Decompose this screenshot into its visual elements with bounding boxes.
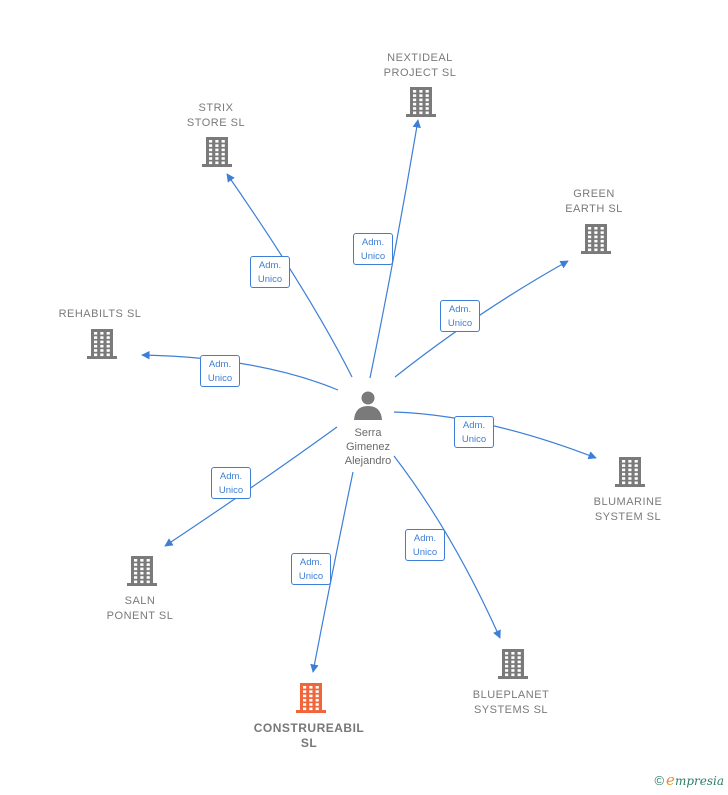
relation-label-nextideal[interactable]: Adm. Unico bbox=[353, 233, 393, 265]
building-icon-construreabil[interactable] bbox=[296, 683, 326, 713]
building-icon-blueplanet[interactable] bbox=[498, 649, 528, 679]
person-icon[interactable] bbox=[354, 391, 382, 421]
empresia-logo: ©empresia bbox=[654, 771, 724, 789]
relation-label-rehabilts[interactable]: Adm. Unico bbox=[200, 355, 240, 387]
relation-edge-blueplanet bbox=[393, 455, 501, 639]
relation-edge-saln bbox=[164, 426, 338, 547]
relation-label-blueplanet[interactable]: Adm. Unico bbox=[405, 529, 445, 561]
building-icon-nextideal[interactable] bbox=[406, 87, 436, 117]
relation-label-blumarine[interactable]: Adm. Unico bbox=[454, 416, 494, 448]
relation-edge-nextideal bbox=[369, 119, 421, 379]
relation-edge-construreabil bbox=[310, 471, 354, 673]
company-name-rehabilts[interactable]: REHABILTS SL bbox=[58, 308, 142, 320]
building-icon-blumarine[interactable] bbox=[615, 457, 645, 487]
company-name-nextideal[interactable]: NEXTIDEAL PROJECT SL bbox=[383, 52, 457, 79]
building-icon-rehabilts[interactable] bbox=[87, 329, 117, 359]
company-name-strix[interactable]: STRIX STORE SL bbox=[186, 102, 246, 129]
relation-edge-strix bbox=[226, 173, 353, 378]
company-name-construreabil[interactable]: CONSTRUREABIL SL bbox=[253, 721, 365, 750]
company-name-blueplanet[interactable]: BLUEPLANET SYSTEMS SL bbox=[472, 689, 550, 716]
relation-label-saln[interactable]: Adm. Unico bbox=[211, 467, 251, 499]
relation-label-construreabil[interactable]: Adm. Unico bbox=[291, 553, 331, 585]
building-icon-green[interactable] bbox=[581, 224, 611, 254]
company-name-blumarine[interactable]: BLUMARINE SYSTEM SL bbox=[593, 496, 663, 523]
relation-label-strix[interactable]: Adm. Unico bbox=[250, 256, 290, 288]
building-icon-saln[interactable] bbox=[127, 556, 157, 586]
person-name[interactable]: Serra Gimenez Alejandro bbox=[344, 427, 392, 467]
relation-edge-green bbox=[394, 260, 569, 378]
copyright-icon: © bbox=[654, 773, 665, 788]
relation-label-green[interactable]: Adm. Unico bbox=[440, 300, 480, 332]
company-name-saln[interactable]: SALN PONENT SL bbox=[106, 595, 174, 622]
company-name-green[interactable]: GREEN EARTH SL bbox=[565, 188, 623, 215]
building-icon-strix[interactable] bbox=[202, 137, 232, 167]
relation-edge-rehabilts bbox=[141, 350, 339, 391]
